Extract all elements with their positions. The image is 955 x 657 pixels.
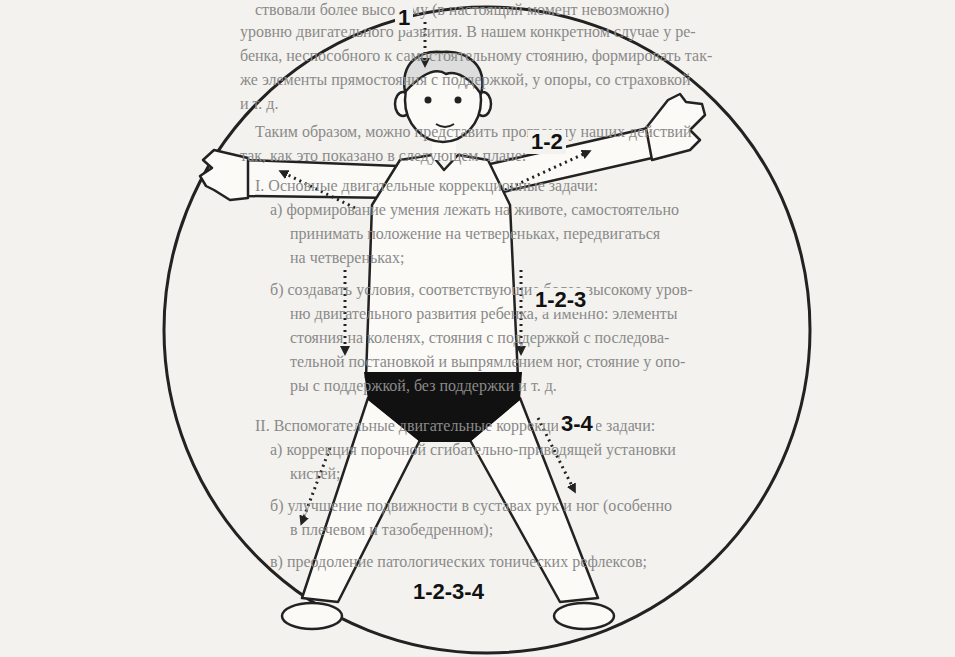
background-text: стояния на коленях, стояния с поддержкой… [290, 328, 669, 347]
background-text: так, как это показано в следующем плане: [240, 146, 526, 165]
background-text: ню двигательного развития ребенка, а име… [290, 304, 678, 323]
callout-number: 1-2 [528, 130, 566, 154]
callout-number: 1 [395, 6, 413, 30]
callout-number: 1-2-3 [532, 288, 589, 312]
background-text: в) преодоление патологических тонических… [270, 552, 647, 571]
background-text: тельной постановкой и выпрямлением ног, … [290, 352, 685, 371]
background-text: в плечевом и тазобедренном); [290, 520, 493, 539]
background-text: уровню двигательного развития. В нашем к… [240, 22, 696, 41]
callout-number: 3-4 [558, 412, 596, 436]
callout-number: 1-2-3-4 [410, 580, 487, 604]
background-text: бенка, неспособного к самостоятельному с… [240, 46, 712, 65]
outer-circle [164, 7, 810, 653]
background-text: ствовали более высокому (в настоящий мом… [255, 0, 669, 19]
background-text: и т. д. [240, 94, 279, 113]
background-text: а) коррекция порочной сгибательно-привод… [270, 440, 676, 459]
background-text: принимать положение на четвереньках, пер… [290, 224, 660, 243]
background-text: б) улучшение подвижности в суставах рук … [270, 496, 672, 515]
background-text: же элементы прямостояния с поддержкой, у… [240, 70, 690, 89]
boy-figure [200, 52, 705, 629]
background-text: ры с поддержкой, без поддержки и т. д. [290, 376, 557, 395]
background-text: а) формирование умения лежать на животе,… [270, 200, 679, 219]
background-text: Таким образом, можно представить програм… [255, 122, 692, 141]
background-text: I. Основные двигательные коррекционные з… [255, 176, 598, 195]
background-text: б) создавать условия, соответствующие бо… [270, 280, 693, 299]
background-text: кистей; [290, 464, 341, 483]
face-features [425, 97, 462, 128]
background-text: на четвереньках; [290, 248, 404, 267]
